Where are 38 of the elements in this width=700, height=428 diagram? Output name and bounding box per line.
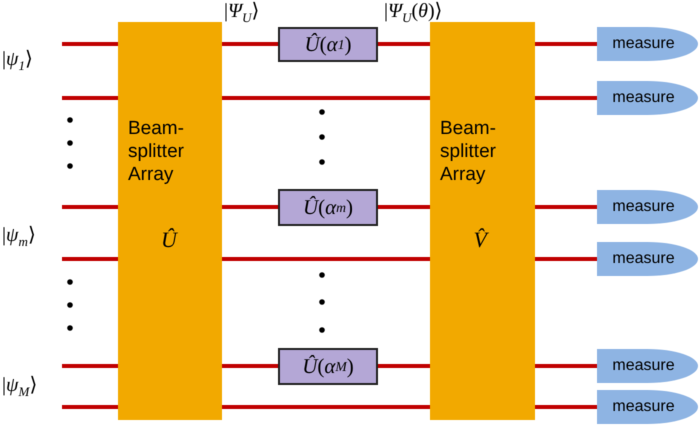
state-label: |ψ$_{1}$⟩ <box>2 47 33 74</box>
beam-splitter-block <box>430 22 535 420</box>
waveguide-line <box>62 405 118 409</box>
measurement-shape: measure <box>597 390 698 424</box>
state-label: |Ψ$_{U}$⟩ <box>224 0 260 26</box>
waveguide-line <box>62 96 118 100</box>
waveguide-line <box>378 42 430 46</box>
block-label: Beam-splitter Array <box>128 118 185 186</box>
measurement-shape: measure <box>597 242 698 276</box>
measurement-shape: measure <box>597 27 698 61</box>
waveguide-line <box>535 257 597 261</box>
operator-symbol: Û <box>161 227 177 253</box>
waveguide-line <box>62 205 118 209</box>
waveguide-line <box>222 405 430 409</box>
operator-symbol: V̂ <box>474 227 487 253</box>
waveguide-line <box>378 205 430 209</box>
waveguide-line <box>535 42 597 46</box>
waveguide-line <box>535 405 597 409</box>
waveguide-line <box>222 42 278 46</box>
waveguide-line <box>222 257 430 261</box>
measurement-shape: measure <box>597 349 698 383</box>
waveguide-line <box>62 257 118 261</box>
waveguide-line <box>222 205 278 209</box>
block-label: Beam-splitter Array <box>440 118 497 186</box>
measurement-shape: measure <box>597 81 698 115</box>
waveguide-line <box>535 364 597 368</box>
state-label: |ψ$_{m}$⟩ <box>2 223 36 250</box>
waveguide-line <box>378 364 430 368</box>
state-label: |ψ$_{M}$⟩ <box>2 373 38 400</box>
waveguide-line <box>535 96 597 100</box>
state-label: |Ψ$_{U}$(θ)⟩ <box>384 0 443 26</box>
waveguide-line <box>222 96 430 100</box>
waveguide-line <box>535 205 597 209</box>
waveguide-line <box>62 364 118 368</box>
waveguide-line <box>222 364 278 368</box>
waveguide-line <box>62 42 118 46</box>
measurement-shape: measure <box>597 190 698 224</box>
beam-splitter-block <box>118 22 222 420</box>
